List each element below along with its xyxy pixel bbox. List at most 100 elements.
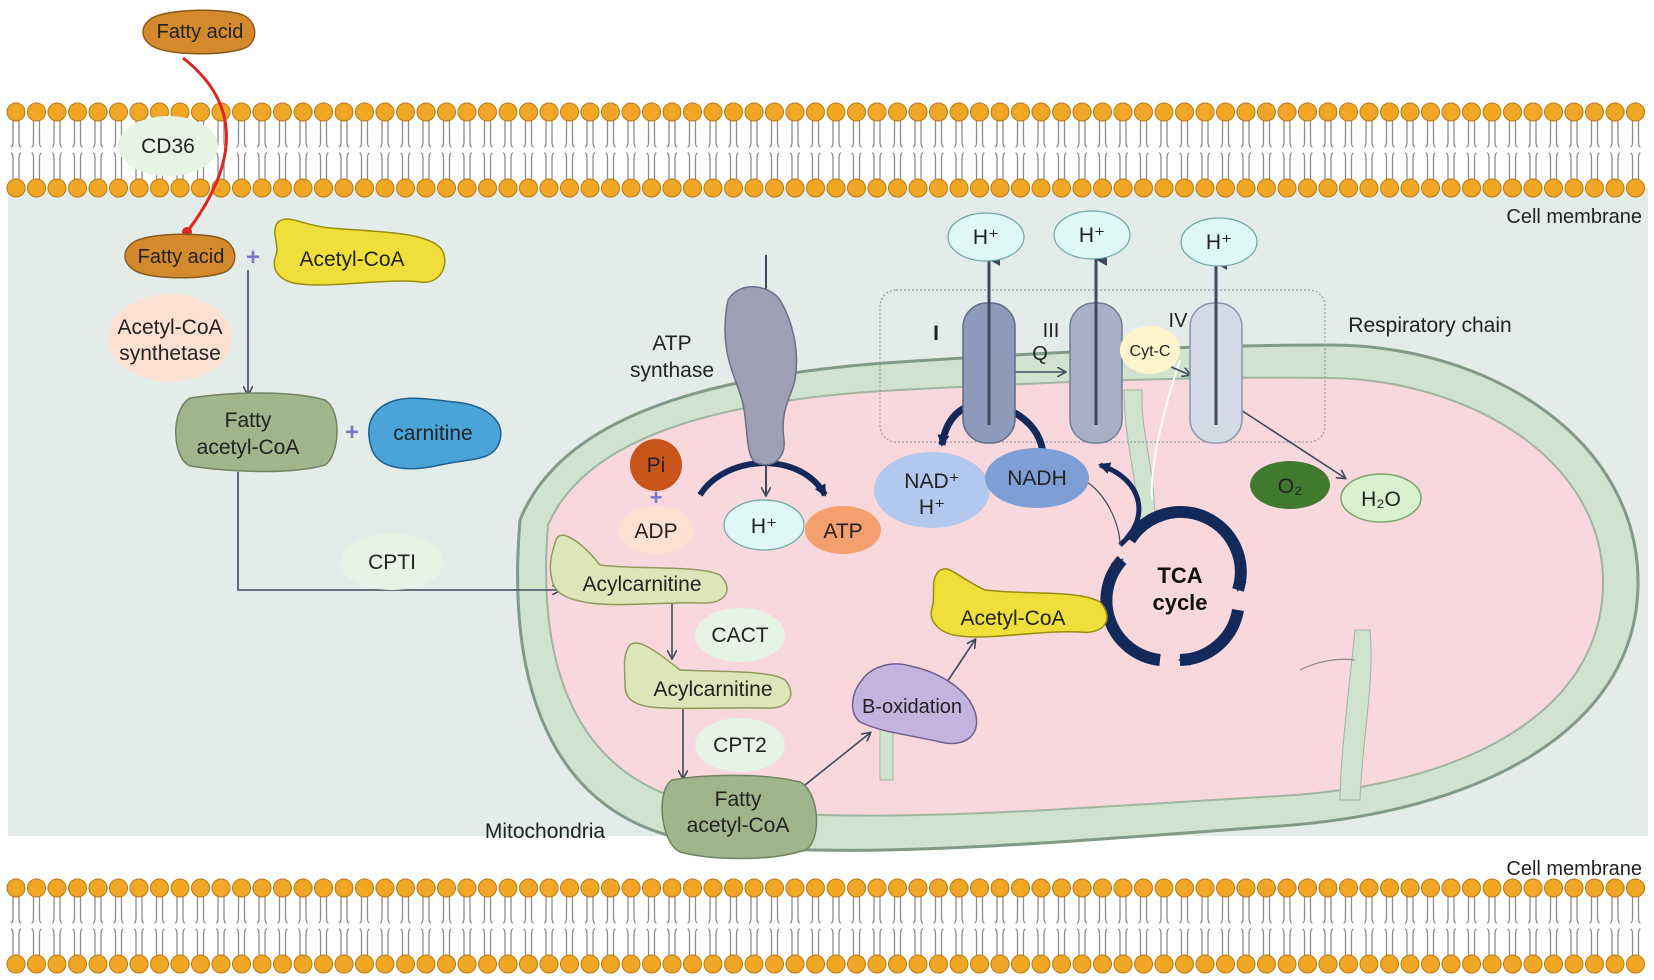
acetyl-coa-top-node: Acetyl-CoA	[273, 218, 446, 286]
complex-i-protein	[962, 250, 1016, 444]
lipid-head	[478, 102, 497, 122]
lipid-tail	[277, 152, 281, 179]
lipid-tail	[920, 121, 924, 148]
lipid-tail	[851, 152, 855, 179]
lipid-tail	[1404, 121, 1408, 148]
lipid-head	[621, 878, 641, 898]
lipid-tail	[379, 152, 383, 179]
lipid-head	[765, 878, 784, 898]
lipid-head	[293, 878, 313, 898]
lipid-tail	[1466, 928, 1470, 955]
lipid-tail	[1138, 121, 1142, 148]
lipid-tail	[1486, 121, 1490, 148]
cell-membrane-bottom	[6, 878, 1645, 974]
lipid-tail	[215, 152, 219, 179]
lipid-tail	[305, 152, 309, 179]
lipid-head	[1503, 878, 1522, 898]
lipid-tail	[523, 152, 527, 179]
lipid-tail	[1453, 928, 1457, 955]
lipid-tail	[1207, 928, 1211, 955]
lipid-tail	[489, 928, 493, 955]
fatty-acid-label: Fatty acid	[138, 246, 225, 268]
lipid-head	[1257, 178, 1276, 198]
lipid-head	[1626, 178, 1645, 198]
lipid-head	[88, 878, 108, 898]
lipid-tail	[1596, 897, 1600, 924]
lipid-tail	[687, 121, 691, 148]
lipid-head	[1400, 102, 1420, 122]
lipid-tail	[1015, 897, 1019, 924]
lipid-tail	[674, 152, 678, 179]
lipid-tail	[1125, 121, 1129, 148]
lipid-head	[1134, 178, 1153, 198]
lipid-tail	[1289, 897, 1293, 924]
lipid-tail	[72, 928, 76, 955]
lipid-head	[1400, 178, 1420, 198]
lipid-head	[847, 954, 866, 974]
h2o-label: H₂O	[1361, 488, 1401, 511]
lipid-head	[949, 954, 969, 974]
lipid-head	[970, 878, 989, 898]
lipid-tail	[1138, 928, 1142, 955]
lipid-tail	[31, 897, 35, 924]
lipid-tail	[933, 928, 937, 955]
lipid-tail	[1494, 121, 1498, 148]
lipid-tail	[1076, 897, 1080, 924]
lipid-head	[1072, 102, 1092, 122]
adp-node: ADP	[618, 506, 694, 554]
lipid-tail	[1043, 928, 1047, 955]
lipid-tail	[297, 121, 301, 148]
lipid-tail	[92, 121, 96, 148]
lipid-head	[1093, 954, 1112, 974]
lipid-tail	[502, 897, 506, 924]
lipid-tail	[1412, 928, 1416, 955]
lipid-head	[908, 878, 928, 898]
lipid-tail	[338, 152, 342, 179]
lipid-tail	[756, 121, 760, 148]
lipid-head	[170, 878, 190, 898]
lipid-tail	[584, 928, 588, 955]
lipid-tail	[899, 121, 903, 148]
lipid-head	[334, 954, 354, 974]
lipid-tail	[646, 897, 650, 924]
lipid-tail	[1207, 897, 1211, 924]
lipid-head	[150, 954, 169, 974]
lipid-tail	[1343, 897, 1347, 924]
cell-membrane-top-label: Cell membrane	[1506, 206, 1642, 228]
lipid-head	[1380, 178, 1399, 198]
lipid-head	[129, 178, 149, 198]
lipid-tail	[1453, 152, 1457, 179]
lipid-tail	[1261, 928, 1265, 955]
lipid-tail	[1473, 928, 1477, 955]
lipid-head	[416, 102, 436, 122]
lipid-tail	[1227, 152, 1231, 179]
lipid-head	[109, 178, 128, 198]
lipid-tail	[502, 928, 506, 955]
lipid-tail	[810, 897, 814, 924]
lipid-head	[396, 178, 415, 198]
lipid-tail	[113, 152, 117, 179]
lipid-tail	[858, 121, 862, 148]
lipid-head	[1134, 102, 1153, 122]
lipid-tail	[1576, 121, 1580, 148]
lipid-tail	[264, 928, 268, 955]
lipid-tail	[10, 928, 14, 955]
lipid-head	[601, 102, 620, 122]
lipid-tail	[38, 121, 42, 148]
lipid-head	[1113, 954, 1133, 974]
lipid-head	[1441, 954, 1461, 974]
lipid-tail	[1022, 152, 1026, 179]
lipid-head	[765, 954, 784, 974]
lipid-head	[437, 178, 456, 198]
plus-sign: +	[650, 485, 663, 510]
lipid-tail	[551, 152, 555, 179]
lipid-tail	[756, 152, 760, 179]
lipid-tail	[141, 928, 145, 955]
lipid-tail	[1248, 121, 1252, 148]
lipid-head	[1441, 102, 1461, 122]
lipid-tail	[830, 152, 834, 179]
lipid-head	[1216, 178, 1235, 198]
lipid-tail	[912, 897, 916, 924]
lipid-tail	[687, 897, 691, 924]
lipid-tail	[448, 897, 452, 924]
